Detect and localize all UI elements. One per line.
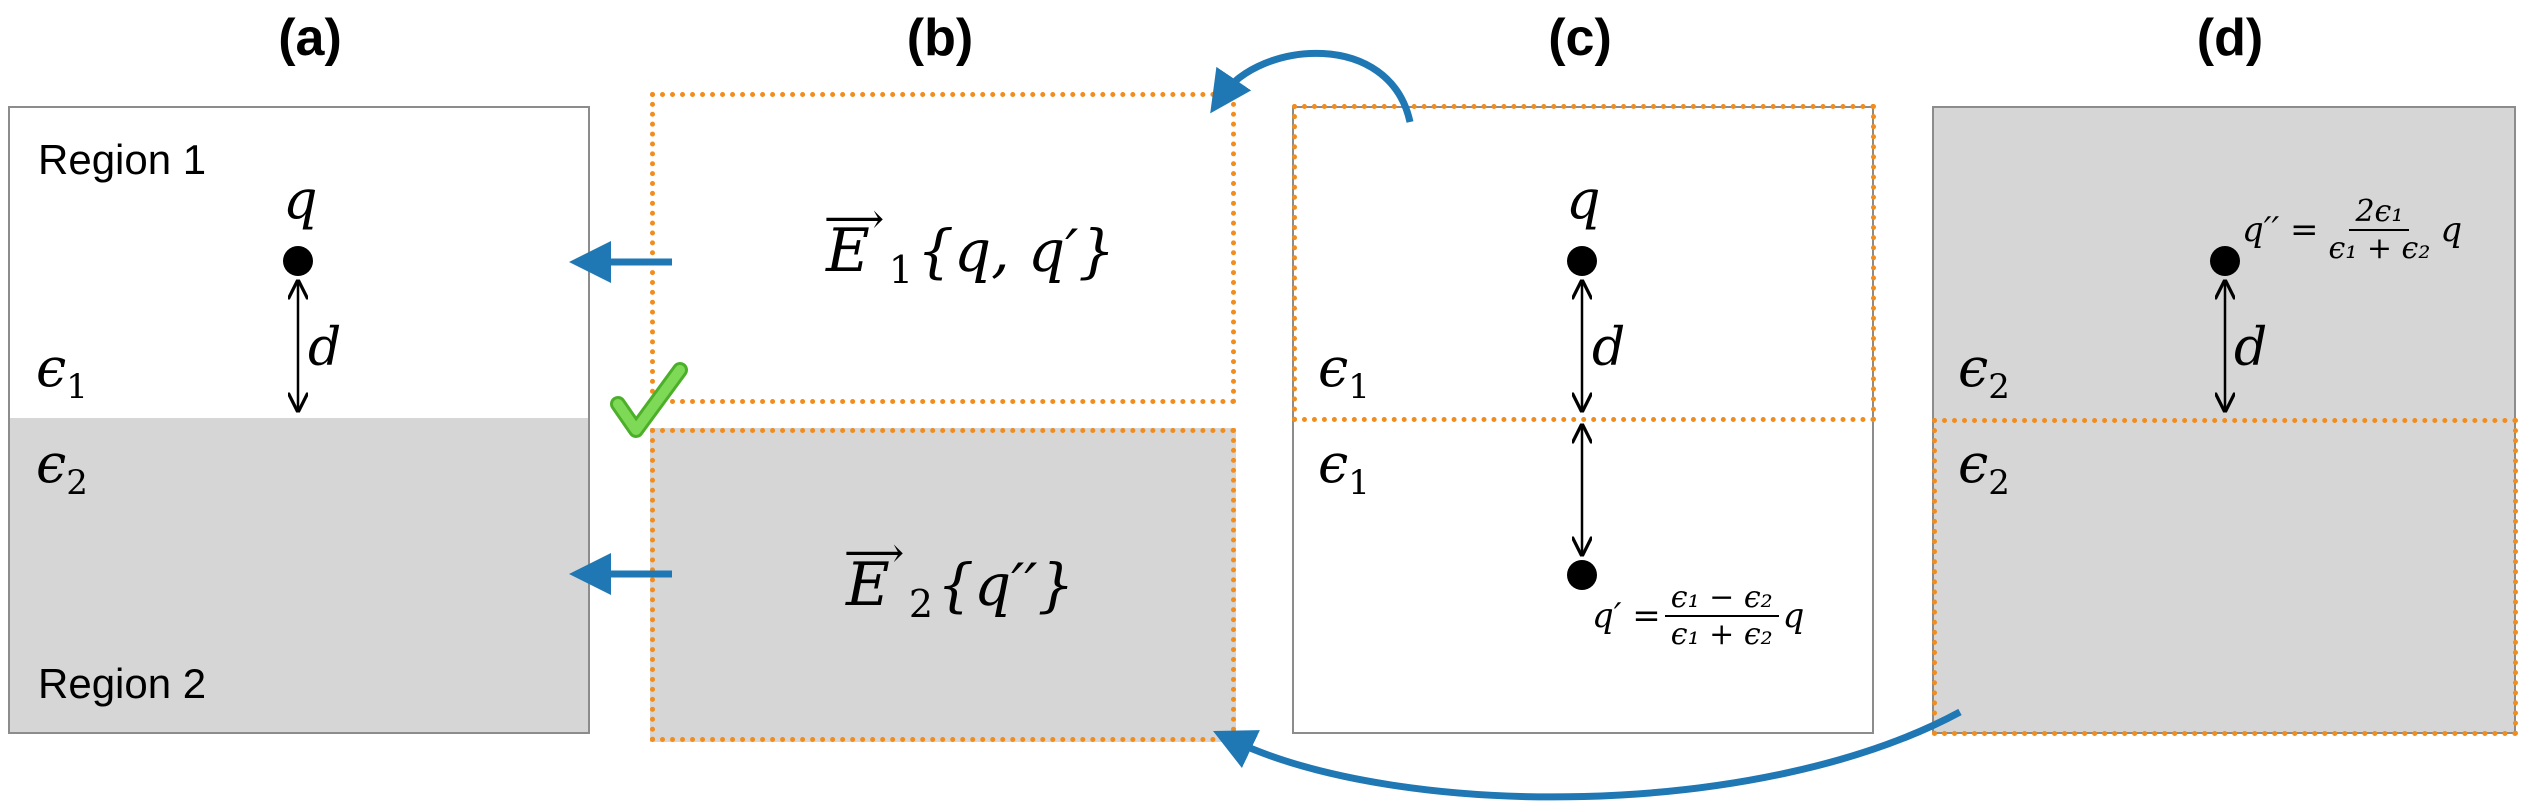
epsilon-1-lower-label: ϵ1	[1318, 432, 1370, 503]
charge-q-dot	[1567, 246, 1597, 276]
epsilon-symbol: ϵ	[36, 432, 67, 495]
fraction-denominator: ϵ₁ + ϵ₂	[1670, 617, 1773, 652]
fraction-numerator: ϵ₁ − ϵ₂	[1664, 580, 1779, 617]
epsilon-symbol: ϵ	[1958, 336, 1989, 399]
panel-c-label: (c)	[1548, 9, 1612, 67]
field-2-expression: E ⟶ 2{q′′}	[844, 528, 1075, 626]
image-c-to-field-1-arrow	[1210, 50, 1414, 123]
vector-e-symbol: E ⟶	[824, 194, 889, 286]
epsilon-subscript: 1	[66, 367, 88, 407]
epsilon-symbol: ϵ	[36, 336, 67, 399]
region-1-label: Region 1	[38, 136, 207, 183]
formula-rhs: q	[1782, 596, 1805, 636]
field-subscript: 2	[908, 582, 934, 626]
region-2-area	[10, 418, 588, 732]
formula-rhs: q	[2440, 210, 2463, 250]
formula-fraction: ϵ₁ − ϵ₂ ϵ₁ + ϵ₂	[1664, 580, 1779, 652]
formula-lhs: q′′ =	[2242, 210, 2319, 250]
formula-lhs: q′ =	[1592, 596, 1661, 636]
epsilon-subscript: 1	[1348, 367, 1370, 407]
vector-arrow-icon: ⟶	[844, 528, 905, 577]
fraction-numerator: 2ϵ₁	[2349, 194, 2410, 231]
region-2-label: Region 2	[38, 660, 207, 707]
epsilon-2-label: ϵ2	[36, 432, 88, 503]
image-charge-dot	[2210, 246, 2240, 276]
field-letter: E	[826, 216, 870, 286]
epsilon-symbol: ϵ	[1318, 336, 1349, 399]
image-charge-formula: q′ = ϵ₁ − ϵ₂ ϵ₁ + ϵ₂ q	[1592, 580, 1804, 652]
epsilon-subscript: 1	[1348, 463, 1370, 503]
fraction-denominator: ϵ₁ + ϵ₂	[2328, 231, 2431, 266]
field-subscript: 1	[888, 248, 914, 292]
image-d-to-field-2-arrow	[1213, 708, 1962, 801]
distance-d-label: d	[308, 318, 342, 378]
epsilon-1-label: ϵ1	[36, 336, 88, 407]
region-1-dashed-box	[1292, 104, 1876, 422]
region-2-dashed-box	[1932, 418, 2518, 736]
epsilon-subscript: 2	[66, 463, 88, 503]
field-args: {q′′}	[937, 551, 1075, 619]
distance-d-label: d	[1592, 318, 1626, 378]
panel-d-label: (d)	[2196, 9, 2264, 67]
panel-a-label: (a)	[278, 9, 342, 67]
charge-q-label: q	[1566, 168, 1601, 231]
charge-q-dot	[283, 246, 313, 276]
epsilon-subscript: 2	[1988, 367, 2010, 407]
image-charge-formula: q′′ = 2ϵ₁ ϵ₁ + ϵ₂ q	[2242, 194, 2462, 266]
vector-e-symbol: E ⟶	[844, 528, 909, 620]
distance-d-label: d	[2234, 318, 2268, 378]
epsilon-2-lower-label: ϵ2	[1958, 432, 2010, 503]
epsilon-subscript: 2	[1988, 463, 2010, 503]
charge-q-label: q	[283, 168, 318, 231]
epsilon-symbol: ϵ	[1958, 432, 1989, 495]
epsilon-symbol: ϵ	[1318, 432, 1349, 495]
image-charge-dot	[1567, 560, 1597, 590]
formula-fraction: 2ϵ₁ ϵ₁ + ϵ₂	[2323, 194, 2437, 266]
epsilon-1-label: ϵ1	[1318, 336, 1370, 407]
field-1-box	[650, 92, 1236, 404]
check-mark-icon	[610, 362, 688, 438]
field-letter: E	[846, 550, 890, 620]
field-args: {q, q′}	[917, 217, 1116, 285]
field-2-box	[650, 428, 1236, 742]
vector-arrow-icon: ⟶	[824, 194, 885, 243]
field-1-expression: E ⟶ 1{q, q′}	[824, 194, 1116, 292]
panel-b-label: (b)	[906, 9, 974, 67]
epsilon-2-label: ϵ2	[1958, 336, 2010, 407]
